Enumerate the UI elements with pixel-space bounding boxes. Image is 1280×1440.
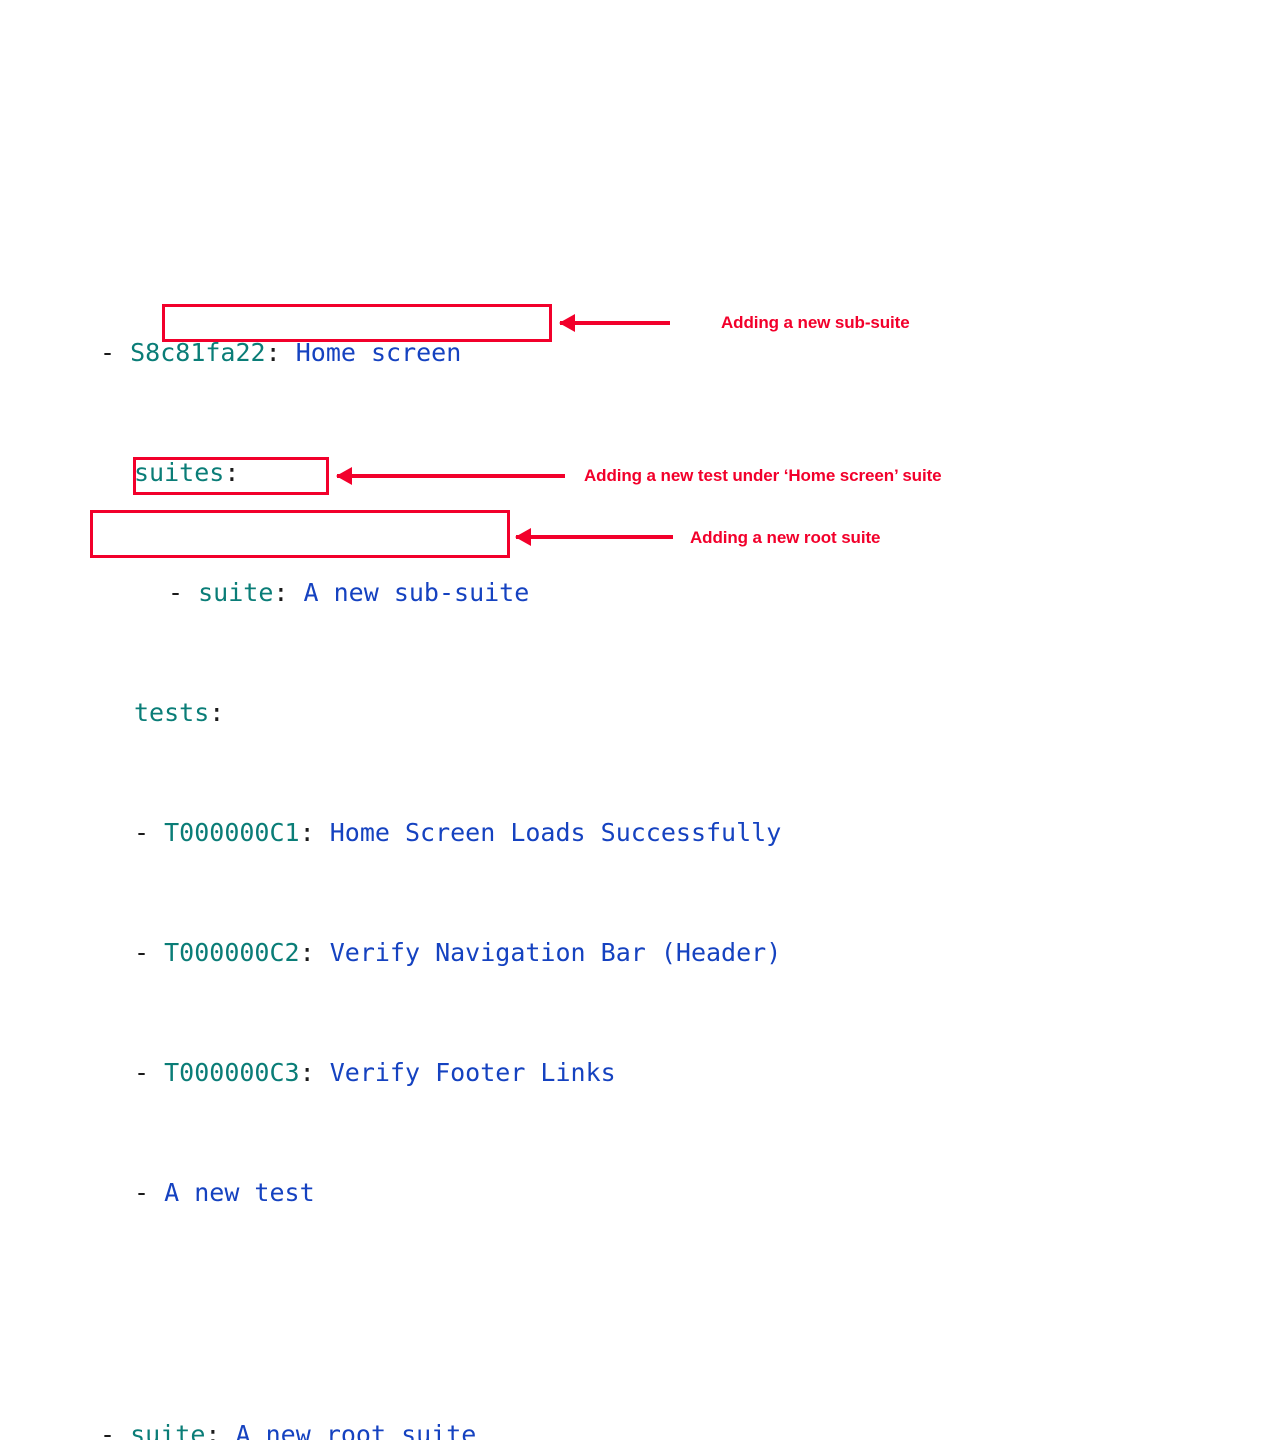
annotation-arrow-left-root-suite [516,535,673,539]
colon: : [224,458,240,487]
colon: : [299,818,315,847]
new-test-line: - A new test [100,1178,781,1208]
annotation-arrow-left-new-test [337,474,565,478]
sub-suite-value: A new sub-suite [303,578,530,607]
block-spacer [100,1298,781,1330]
tests-key-line: tests: [100,698,781,728]
new-root-suite-line: - suite: A new root suite [100,1420,781,1440]
list-dash: - [134,818,150,847]
test-title: Verify Footer Links [329,1058,616,1087]
annotation-label-new-test: Adding a new test under ‘Home screen’ su… [584,466,942,485]
suites-key: suites [134,458,225,487]
list-dash: - [100,338,116,367]
list-dash: - [168,578,184,607]
annotation-arrow-left-sub-suite [560,321,670,325]
colon: : [209,698,225,727]
sub-suite-line: - suite: A new sub-suite [100,578,781,608]
highlight-box-sub-suite [162,304,552,342]
test-id: T000000C2 [164,938,300,967]
suites-key-line: suites: [100,458,781,488]
sub-suite-key: suite [198,578,274,607]
colon: : [299,938,315,967]
annotation-label-root-suite: Adding a new root suite [690,528,881,547]
test-title: Home Screen Loads Successfully [329,818,782,847]
annotation-label-sub-suite: Adding a new sub-suite [721,313,910,332]
suite-entry-home-screen: - S8c81fa22: Home screen [100,338,781,368]
colon: : [205,1420,221,1440]
tests-key: tests [134,698,210,727]
test-row: - T000000C1: Home Screen Loads Successfu… [100,818,781,848]
test-row: - T000000C2: Verify Navigation Bar (Head… [100,938,781,968]
test-id: T000000C1 [164,818,300,847]
list-dash: - [100,1420,116,1440]
list-dash: - [134,938,150,967]
colon: : [299,1058,315,1087]
yaml-tree: - S8c81fa22: Home screen suites: - suite… [100,248,781,1440]
list-dash: - [134,1058,150,1087]
colon: : [265,338,281,367]
new-test-value: A new test [164,1178,315,1207]
suite-title: Home screen [295,338,462,367]
highlight-box-new-test [133,457,329,495]
test-id: T000000C3 [164,1058,300,1087]
root-suite-value: A new root suite [235,1420,477,1440]
root-suite-key: suite [130,1420,206,1440]
suite-id: S8c81fa22 [130,338,266,367]
list-dash: - [134,1178,150,1207]
colon: : [273,578,289,607]
highlight-box-root-suite [90,510,510,558]
test-row: - T000000C3: Verify Footer Links [100,1058,781,1088]
test-title: Verify Navigation Bar (Header) [329,938,782,967]
